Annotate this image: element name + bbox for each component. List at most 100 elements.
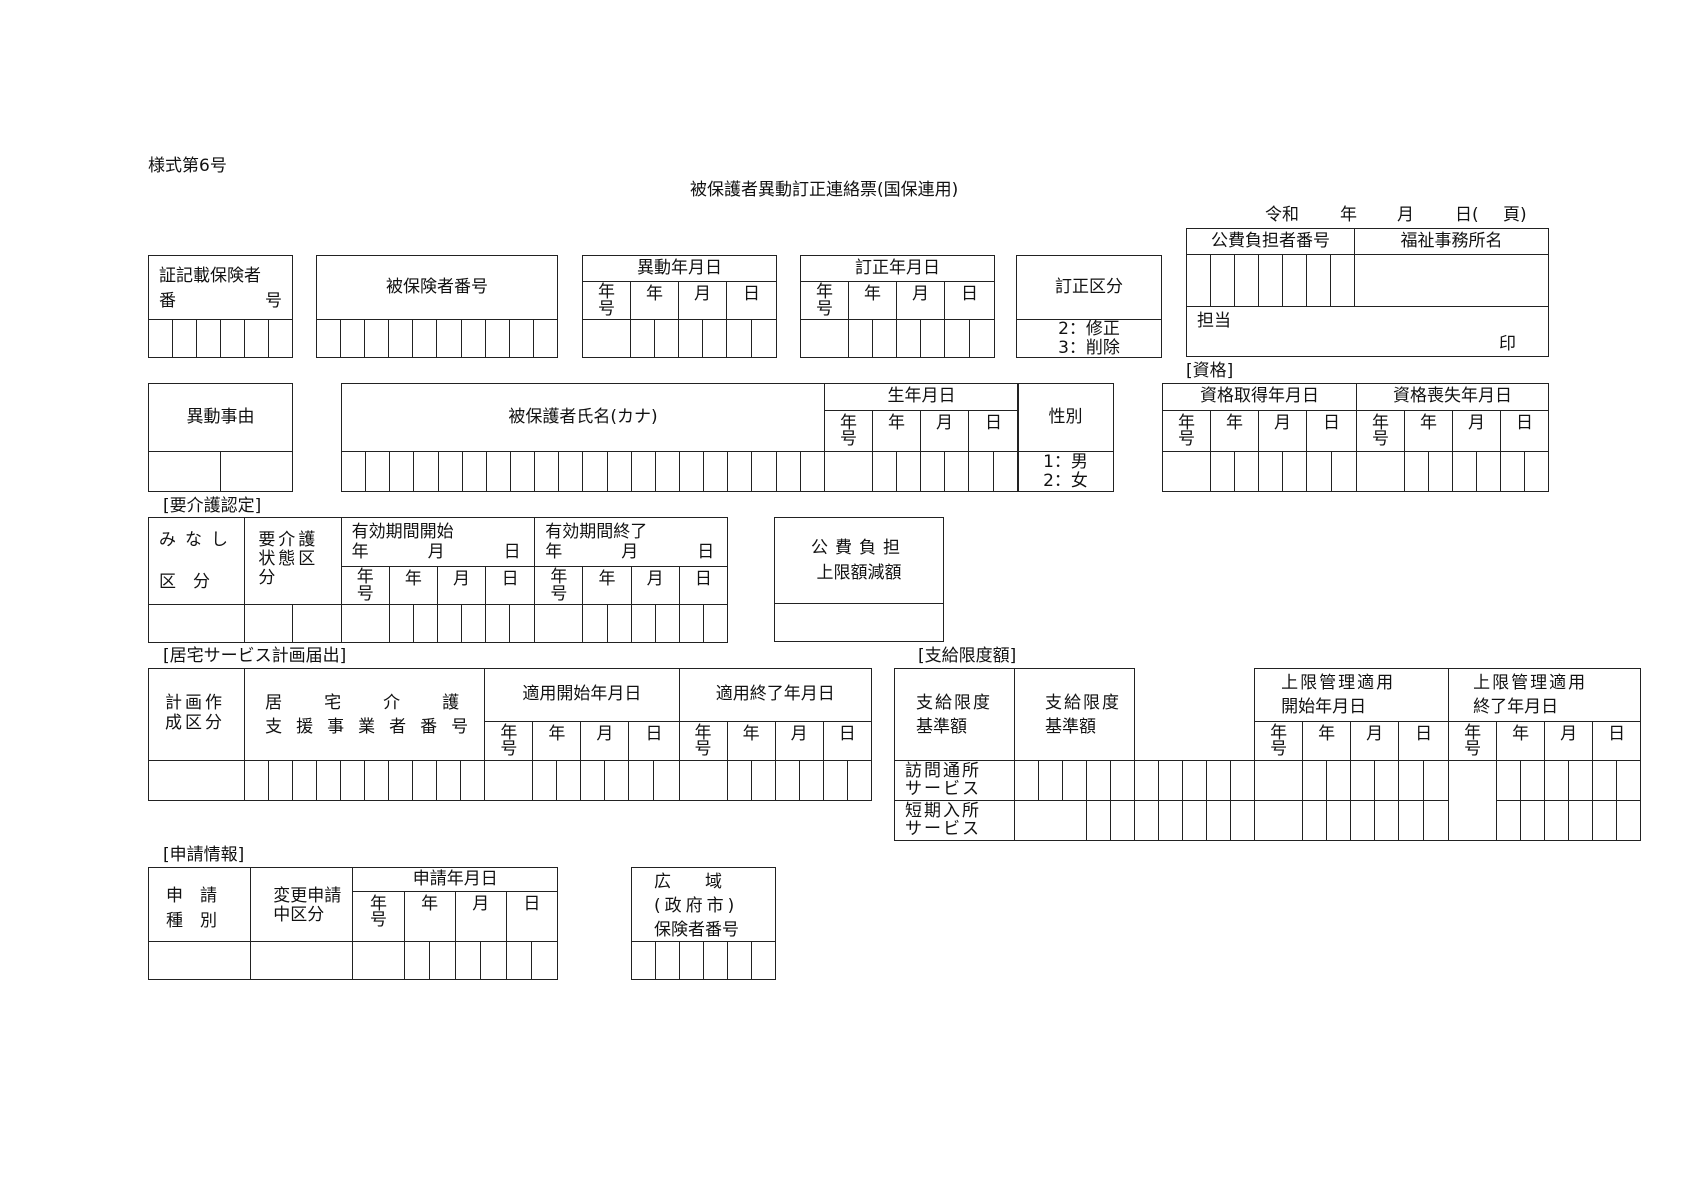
year-digit[interactable] [1404, 451, 1430, 492]
year-digit[interactable] [750, 760, 776, 801]
month-digit[interactable] [1544, 760, 1570, 801]
care-level-digit[interactable] [292, 604, 342, 643]
day-digit[interactable] [968, 319, 996, 358]
month-digit[interactable] [920, 319, 945, 358]
month-digit[interactable] [944, 451, 969, 492]
public-limit-field[interactable] [774, 603, 944, 642]
visit-limit-digit[interactable] [1134, 760, 1160, 801]
regional-insurer-digit[interactable] [751, 941, 776, 980]
era-field[interactable] [800, 319, 849, 358]
day-digit[interactable] [1398, 760, 1425, 801]
month-digit[interactable] [1350, 760, 1376, 801]
application-type-field[interactable] [147, 941, 252, 980]
care-level-digit[interactable] [244, 604, 294, 643]
change-reason-digit[interactable] [148, 451, 221, 492]
public-burden-digit[interactable] [1258, 254, 1283, 307]
public-burden-digit[interactable] [1234, 254, 1259, 307]
year-digit[interactable] [429, 941, 456, 980]
insured-no-digit[interactable] [364, 319, 390, 358]
insured-no-digit[interactable] [436, 319, 462, 358]
month-digit[interactable] [654, 604, 680, 643]
care-provider-no-digit[interactable] [292, 760, 318, 801]
year-digit[interactable] [582, 604, 608, 643]
month-digit[interactable] [436, 604, 463, 643]
name-kana-char[interactable] [630, 451, 656, 492]
care-provider-no-digit[interactable] [460, 760, 486, 801]
insured-no-digit[interactable] [315, 319, 342, 358]
care-provider-no-digit[interactable] [388, 760, 414, 801]
visit-limit-digit[interactable] [1158, 760, 1184, 801]
month-digit[interactable] [461, 604, 487, 643]
era-field[interactable] [1162, 451, 1211, 492]
day-digit[interactable] [1306, 451, 1332, 492]
month-digit[interactable] [1476, 451, 1502, 492]
era-field[interactable] [824, 451, 873, 492]
month-digit[interactable] [454, 941, 482, 980]
year-digit[interactable] [1520, 760, 1546, 801]
name-kana-char[interactable] [678, 451, 705, 492]
year-digit[interactable] [896, 451, 921, 492]
era-field[interactable] [1356, 451, 1406, 492]
care-provider-no-digit[interactable] [244, 760, 270, 801]
day-digit[interactable] [1423, 760, 1450, 801]
visit-limit-digit[interactable] [1014, 760, 1039, 801]
year-digit[interactable] [1496, 760, 1522, 801]
month-digit[interactable] [630, 604, 656, 643]
name-kana-char[interactable] [365, 451, 391, 492]
year-digit[interactable] [403, 941, 431, 980]
name-kana-char[interactable] [485, 451, 511, 492]
day-digit[interactable] [702, 604, 729, 643]
visit-limit-digit[interactable] [1038, 760, 1063, 801]
day-digit[interactable] [505, 941, 533, 980]
day-digit[interactable] [1592, 800, 1618, 841]
visit-limit-digit[interactable] [1086, 760, 1111, 801]
care-provider-no-digit[interactable] [340, 760, 366, 801]
short-stay-limit-digit[interactable] [1230, 800, 1256, 841]
regional-insurer-digit[interactable] [703, 941, 728, 980]
insured-no-digit[interactable] [460, 319, 486, 358]
day-digit[interactable] [1524, 451, 1550, 492]
name-kana-char[interactable] [703, 451, 729, 492]
change-request-field[interactable] [250, 941, 354, 980]
month-digit[interactable] [798, 760, 824, 801]
insured-no-digit[interactable] [532, 319, 559, 358]
month-digit[interactable] [1350, 800, 1376, 841]
year-digit[interactable] [532, 760, 558, 801]
regional-insurer-digit[interactable] [727, 941, 752, 980]
era-field[interactable] [534, 604, 584, 643]
short-stay-limit-digit[interactable] [1158, 800, 1184, 841]
visit-limit-digit[interactable] [1230, 760, 1256, 801]
insured-no-digit[interactable] [340, 319, 366, 358]
day-digit[interactable] [1500, 451, 1526, 492]
day-digit[interactable] [1423, 800, 1450, 841]
day-digit[interactable] [750, 319, 778, 358]
name-kana-char[interactable] [389, 451, 415, 492]
month-digit[interactable] [1374, 760, 1400, 801]
staff-field[interactable]: 担当 印 [1185, 306, 1550, 357]
month-digit[interactable] [920, 451, 945, 492]
care-provider-no-digit[interactable] [268, 760, 294, 801]
year-digit[interactable] [1496, 800, 1522, 841]
cert-insured-no-digit[interactable] [244, 319, 269, 358]
year-digit[interactable] [1428, 451, 1454, 492]
year-digit[interactable] [654, 319, 679, 358]
short-stay-limit-digit[interactable] [1182, 800, 1208, 841]
era-field[interactable] [582, 319, 631, 358]
year-digit[interactable] [412, 604, 438, 643]
month-digit[interactable] [678, 319, 703, 358]
era-field[interactable] [1254, 760, 1304, 801]
day-digit[interactable] [1616, 760, 1642, 801]
public-burden-digit[interactable] [1306, 254, 1331, 307]
year-digit[interactable] [872, 451, 897, 492]
day-digit[interactable] [726, 319, 752, 358]
cert-insured-no-digit[interactable] [268, 319, 293, 358]
regional-insurer-digit[interactable] [655, 941, 680, 980]
name-kana-char[interactable] [437, 451, 463, 492]
day-digit[interactable] [653, 760, 680, 801]
cert-insured-no-digit[interactable] [220, 319, 245, 358]
short-stay-limit-digit[interactable] [1109, 800, 1136, 841]
year-digit[interactable] [848, 319, 873, 358]
name-kana-char[interactable] [509, 451, 536, 492]
